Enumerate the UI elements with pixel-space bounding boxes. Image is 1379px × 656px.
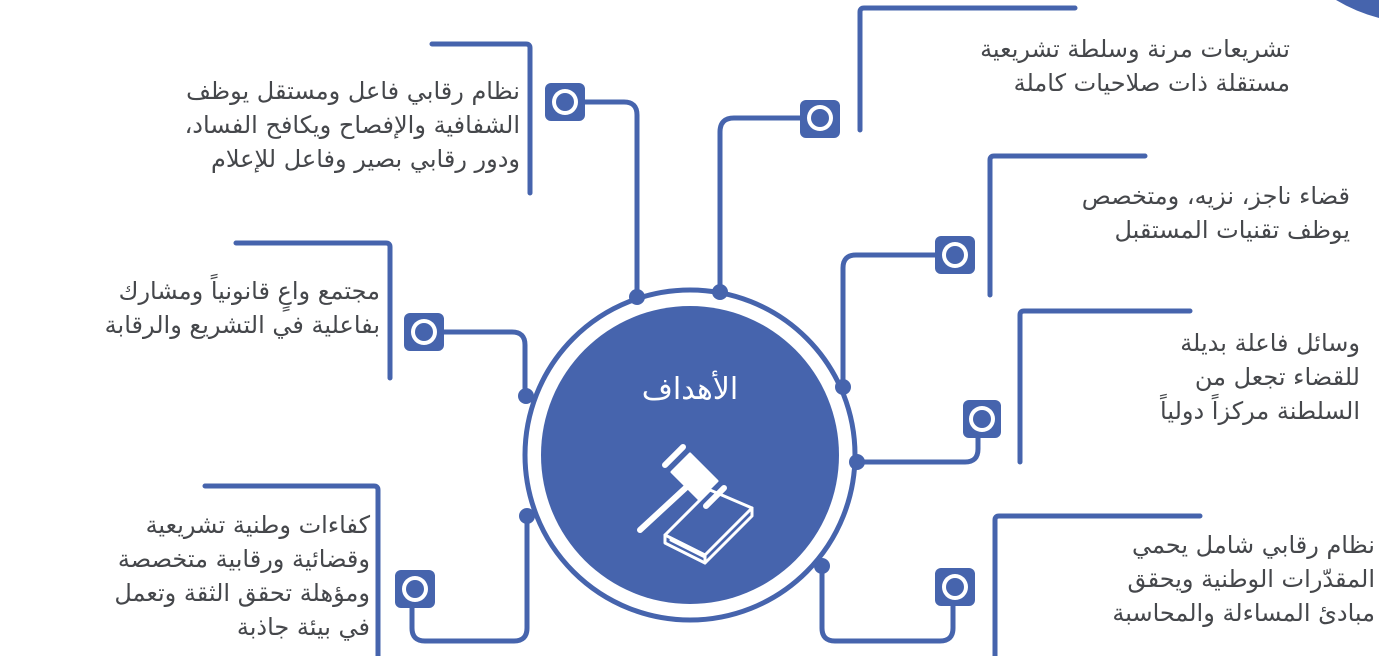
marker-right-4 (935, 568, 975, 606)
marker-left-2 (404, 313, 444, 351)
marker-right-3 (963, 400, 1001, 438)
goal-right-2: قضاء ناجز، نزيه، ومتخصص يوظف تقنيات المس… (1081, 182, 1350, 244)
bracket-left-3 (202, 483, 381, 656)
connector-right-1 (717, 115, 821, 295)
goal-right-4: نظام رقابي شامل يحمي المقدّرات الوطنية و… (1112, 531, 1375, 627)
marker-right-1 (800, 100, 840, 138)
connector-right-2 (840, 252, 958, 388)
goal-left-1: نظام رقابي فاعل ومستقل يوظف الشفافية وال… (184, 77, 520, 173)
connector-left-2 (437, 329, 528, 399)
bracket-left-2 (233, 240, 393, 381)
center-title: الأهداف (641, 372, 739, 407)
connector-left-3 (409, 513, 530, 644)
connector-right-3 (857, 417, 981, 465)
goal-right-3: وسائل فاعلة بديلة للقضاء تجعل من السلطنة… (1160, 329, 1360, 425)
bracket-right-2 (987, 153, 1148, 298)
bracket-right-4 (992, 513, 1203, 656)
goal-left-3: كفاءات وطنية تشريعية وقضائية ورقابية متخ… (114, 511, 370, 641)
corner-tab-decoration (1336, 0, 1379, 18)
bracket-right-3 (1017, 308, 1193, 465)
connector-right-4 (819, 565, 956, 644)
gavel-book-icon (637, 444, 754, 565)
marker-left-3 (395, 570, 435, 608)
connector-left-1 (575, 99, 640, 296)
bracket-right-1 (857, 5, 1078, 133)
marker-right-2 (935, 236, 975, 274)
bracket-left-1 (429, 41, 533, 196)
goal-right-1: تشريعات مرنة وسلطة تشريعية مستقلة ذات صل… (980, 35, 1290, 97)
goal-left-2: مجتمع واعٍ قانونياً ومشارك بفاعلية في ال… (104, 277, 380, 339)
ring-junction-dots (518, 284, 865, 574)
marker-left-1 (545, 83, 585, 121)
